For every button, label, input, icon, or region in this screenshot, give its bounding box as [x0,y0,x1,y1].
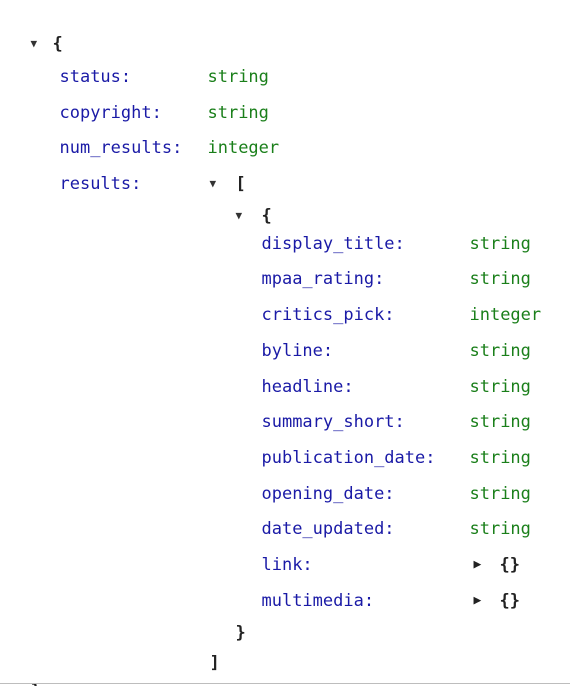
field-type-status: string [207,67,269,87]
item-key-multimedia: multimedia: [261,591,375,611]
field-results: results: [39,148,141,194]
item-type-summary-short-wrap: string [449,386,530,432]
results-array-open-line: ▼[ [189,148,245,194]
item-field-byline: byline: [241,315,333,361]
item-key-publication-date: publication_date: [261,448,436,468]
item-key-link: link: [261,555,313,575]
field-key-copyright: copyright: [59,103,162,123]
item-field-opening-date: opening_date: [241,458,394,504]
item-type-summary-short: string [469,412,531,432]
item-type-critics-pick: integer [469,305,542,325]
item-key-summary-short: summary_short: [261,412,405,432]
results-open-bracket: [ [235,174,246,194]
field-type-status-wrap: string [187,41,268,87]
item-field-link: link: [241,529,312,575]
item-field-date-updated: date_updated: [241,493,394,539]
item-field-headline: headline: [241,351,353,397]
field-status: status: [39,41,131,87]
link-expand-toggle-icon[interactable]: ▶ [473,557,482,572]
item-type-byline-wrap: string [449,315,530,361]
field-key-results: results: [59,174,142,194]
item-key-date-updated: date_updated: [261,519,395,539]
item-key-display-title: display_title: [261,234,405,254]
field-key-status: status: [59,67,132,87]
item-type-byline: string [469,341,531,361]
item-type-publication-date-wrap: string [449,422,530,468]
root-object-line: ▼{ [10,8,62,54]
result-item-open-brace: { [261,206,272,226]
item-field-display-title: display_title: [241,208,404,254]
multimedia-collapsed-line: ▶ {} [453,565,519,611]
link-collapsed-line: ▶ {} [453,529,519,575]
root-expand-toggle-icon[interactable]: ▼ [30,37,38,50]
item-type-critics-pick-wrap: integer [449,279,541,325]
item-field-mpaa-rating: mpaa_rating: [241,243,384,289]
item-type-date-updated: string [469,519,531,539]
result-item-expand-toggle-icon[interactable]: ▼ [235,209,243,222]
bottom-divider [0,683,570,684]
root-open-brace: { [52,34,63,54]
item-key-headline: headline: [261,377,354,397]
item-type-headline-wrap: string [449,351,530,397]
field-key-num-results: num_results: [59,138,183,158]
field-type-copyright: string [207,103,269,123]
item-type-mpaa-rating: string [469,269,531,289]
item-field-multimedia: multimedia: [241,565,374,611]
root-object-close-line: } [10,655,40,686]
item-type-publication-date: string [469,448,531,468]
item-type-opening-date-wrap: string [449,458,530,504]
result-item-close-brace: } [235,623,246,643]
result-item-open-line: ▼{ [215,180,271,226]
item-key-critics-pick: critics_pick: [261,305,395,325]
field-type-num-results-wrap: integer [187,112,279,158]
link-collapsed-object[interactable]: {} [499,555,520,575]
field-num-results: num_results: [39,112,182,158]
multimedia-collapsed-object[interactable]: {} [499,591,520,611]
field-copyright: copyright: [39,77,161,123]
multimedia-expand-toggle-icon[interactable]: ▶ [473,593,482,608]
item-field-critics-pick: critics_pick: [241,279,394,325]
field-type-num-results: integer [207,138,280,158]
item-type-date-updated-wrap: string [449,493,530,539]
item-key-mpaa-rating: mpaa_rating: [261,269,385,289]
item-type-display-title: string [469,234,531,254]
item-type-mpaa-rating-wrap: string [449,243,530,289]
item-key-opening-date: opening_date: [261,484,395,504]
field-type-copyright-wrap: string [187,77,268,123]
item-type-opening-date: string [469,484,531,504]
item-field-publication-date: publication_date: [241,422,435,468]
result-item-close-line: } [215,597,245,643]
item-type-display-title-wrap: string [449,208,530,254]
item-type-headline: string [469,377,531,397]
results-array-close-line: ] [189,627,219,673]
results-array-expand-toggle-icon[interactable]: ▼ [209,177,217,190]
item-field-summary-short: summary_short: [241,386,404,432]
item-key-byline: byline: [261,341,334,361]
results-close-bracket: ] [209,653,220,673]
